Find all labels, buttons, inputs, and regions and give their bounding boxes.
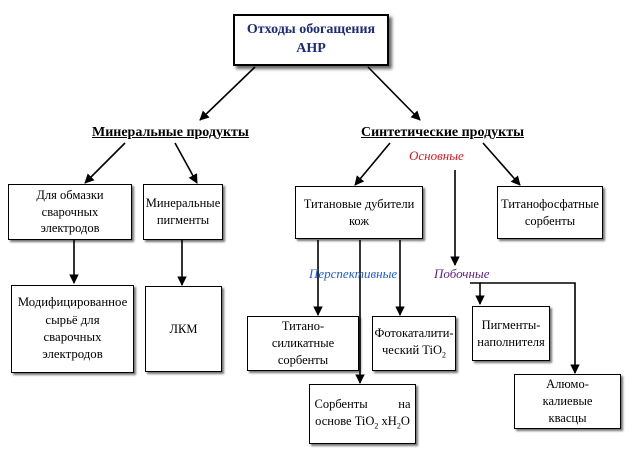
tanning-agents-text: Титановые дубители кож — [303, 196, 415, 228]
alum-text: Алюмо-калиевые квасцы — [542, 377, 593, 425]
modified-raw-text: Модифицированное сырьё для сварочных эле… — [17, 295, 128, 362]
photocatalytic-line1: Фотокаталити- — [374, 326, 454, 341]
photocatalytic-text: Фотокаталити- ческий TiO2 — [374, 325, 453, 361]
phosphate-sorbent-box: Титанофосфатные сорбенты — [497, 186, 603, 239]
byproduct-label: Побочные — [434, 266, 490, 281]
lkm-text: ЛКМ — [169, 321, 198, 336]
tio2-sorbent-box: Сорбенты на основе TiO2 xH2O — [309, 384, 416, 444]
title-box: Отходы обогащения АНР — [233, 14, 389, 66]
arrow-title-to-mineral — [199, 66, 256, 121]
tio2-sorbent-word1: Сорбенты — [314, 396, 368, 411]
title-text: Отходы обогащения АНР — [246, 22, 376, 56]
silicate-sorbent-box: Титано-силикатные сорбенты — [247, 316, 359, 371]
tio2-sorbent-text: Сорбенты на основе TiO2 xH2O — [315, 396, 411, 432]
arrow-mineral-to-electrode — [84, 142, 126, 184]
photocatalytic-box: Фотокаталити- ческий TiO2 — [372, 316, 456, 371]
electrode-coating-text: Для обмазки сварочных электродов — [36, 187, 104, 236]
arrow-title-to-synthetic — [367, 66, 421, 121]
modified-raw-box: Модифицированное сырьё для сварочных эле… — [11, 285, 134, 373]
tio2-sorbent-sub1: 2 — [374, 421, 379, 431]
tio2-sorbent-line1: Сорбенты на — [315, 396, 411, 413]
mineral-pigment-text: Минеральные пигменты — [145, 196, 221, 227]
electrode-coating-box: Для обмазки сварочных электродов — [8, 184, 132, 240]
synthetic-heading: Синтетические продукты — [361, 125, 525, 140]
tio2-sorbent-formula-c: O — [400, 413, 410, 428]
pigment-filler-text: Пигменты-наполнителя — [477, 317, 545, 349]
arrow-mineral-to-pigment — [174, 142, 198, 184]
photocatalytic-subscript: 2 — [441, 350, 446, 360]
silicate-sorbent-text: Титано-силикатные сорбенты — [271, 319, 335, 367]
tio2-sorbent-line2: основе TiO2 xH2O — [315, 413, 410, 431]
tio2-sorbent-formula-a: основе TiO — [315, 413, 375, 428]
arrow-synthetic-to-phosphate — [482, 142, 521, 186]
arrow-byproduct-to-alum — [480, 282, 580, 374]
phosphate-sorbent-text: Титанофосфатные сорбенты — [501, 196, 599, 228]
arrow-synthetic-to-tanning — [354, 142, 391, 186]
mineral-heading: Минеральные продукты — [92, 125, 249, 140]
tio2-sorbent-word2: на — [398, 396, 411, 411]
tanning-agents-box: Титановые дубители кож — [295, 186, 423, 239]
lkm-box: ЛКМ — [145, 286, 222, 372]
main-label: Основные — [409, 148, 464, 163]
tio2-sorbent-formula-b: xH — [378, 413, 397, 428]
perspective-label: Перспективные — [309, 266, 398, 281]
pigment-filler-box: Пигменты-наполнителя — [472, 306, 550, 361]
photocatalytic-line2: ческий TiO — [382, 343, 442, 358]
alum-box: Алюмо-калиевые квасцы — [514, 374, 621, 429]
arrow-byproduct-to-filler — [470, 282, 485, 305]
mineral-pigment-box: Минеральные пигменты — [143, 184, 223, 240]
tio2-sorbent-sub2: 2 — [396, 421, 401, 431]
